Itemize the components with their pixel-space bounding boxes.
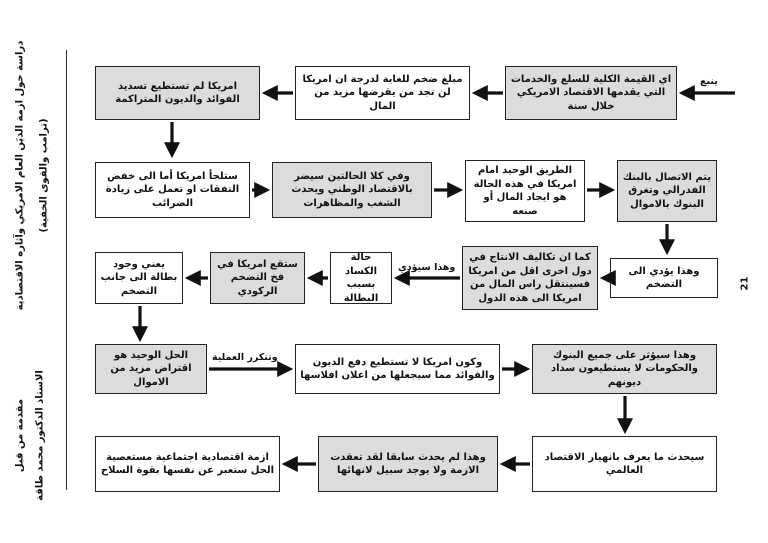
box-armed-crisis: ازمة اقتصادية اجتماعية مستعصية الحل ستعب… xyxy=(95,436,280,492)
sidebar-divider xyxy=(66,50,67,490)
box-banks-affected: وهذا سيؤثر على جميع البنوك والحكومات لا … xyxy=(532,344,717,394)
box-stagflation: ستقع امريكا في فخ التضخم الركودي xyxy=(210,252,305,304)
box-global-collapse: سيحدث ما يعرف بانهيار الاقتصاد العالمي xyxy=(532,436,717,492)
box-recession: حالة الكساد بسبب البطالة xyxy=(330,252,392,304)
box-both-cases: وفي كلا الحالتين سيضر بالاقتصاد الوطني و… xyxy=(272,162,432,218)
box-bankruptcy: وكون امريكا لا تستطيع دفع الديون والفوائ… xyxy=(295,344,500,394)
box-federal-bank: يتم الاتصال بالبنك الفدرالي وتغرق البنوك… xyxy=(617,160,717,222)
box-unprecedented: وهذا لم يحدث سابقا لقد تعقدت الازمة ولا … xyxy=(318,436,498,492)
start-label: ينبع xyxy=(700,76,718,87)
box-inflation: وهذا يؤدي الى التضخم xyxy=(610,258,718,298)
label-will-lead: وهذا سيؤدي xyxy=(398,262,456,273)
box-borrow-more: الحل الوحيد هو اقتراض مزيد من الاموال xyxy=(95,344,207,394)
box-gdp-definition: اي القيمة الكلية للسلع والخدمات التي يقد… xyxy=(505,66,677,120)
label-process-repeats: وتتكرر العملية xyxy=(212,352,278,363)
box-cut-spending: ستلجأ امريكا أما الى خفض النفقات او تعمل… xyxy=(95,162,250,218)
box-only-way: الطريق الوحيد امام امريكا في هذه الحالة … xyxy=(465,160,585,222)
box-cannot-repay: امريكا لم تستطيع تسديد الفوائد والديون ا… xyxy=(95,66,260,120)
box-capital-flight: كما ان تكاليف الانتاج في دول اخرى اقل من… xyxy=(462,246,598,310)
box-unemployment: يعني وجود بطالة الى جانب التضخم xyxy=(95,252,183,304)
box-huge-amount: مبلغ ضخم للغاية لدرجة ان امريكا لن تجد م… xyxy=(295,66,470,120)
